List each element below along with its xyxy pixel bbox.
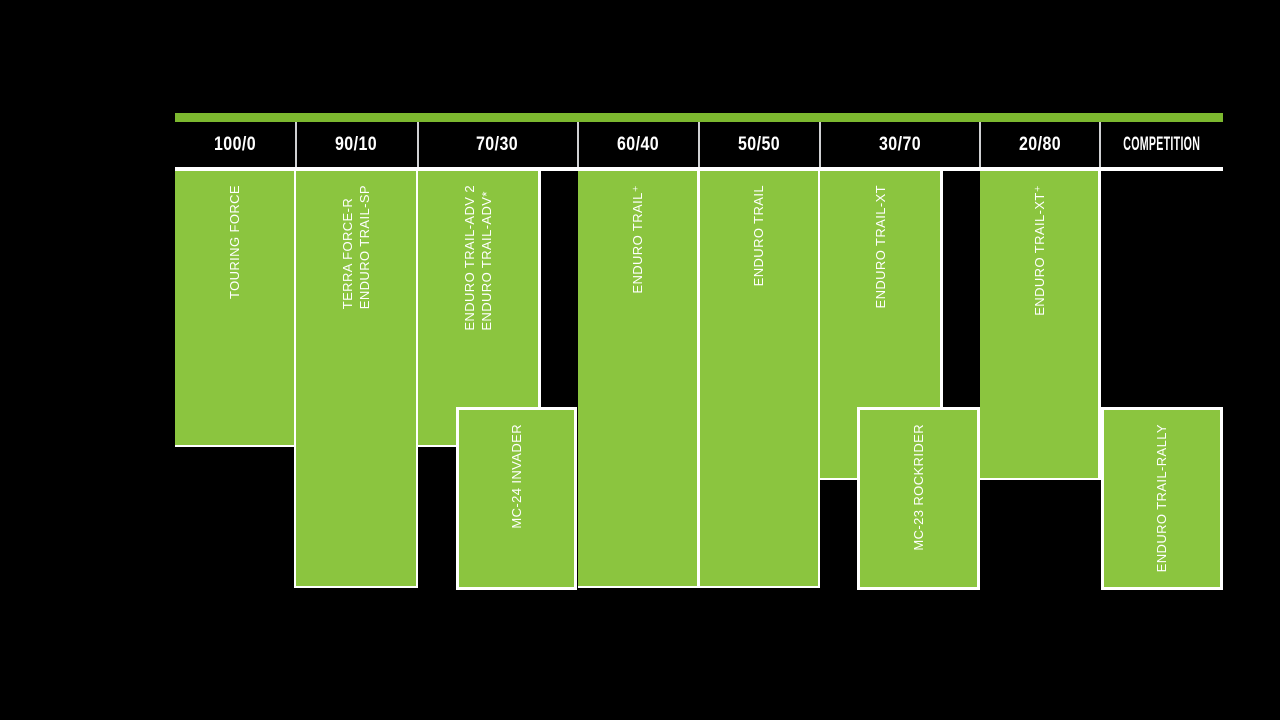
bar-label-terra-force-r-enduro-trail-sp: TERRA FORCE-R ENDURO TRAIL-SP [339,185,372,310]
bar-enduro-trail: ENDURO TRAIL [699,171,818,588]
bar-enduro-trail-adv: ENDURO TRAIL-ADV 2 ENDURO TRAIL-ADV* [418,171,538,447]
header-label-competition: COMPETITION [1122,133,1200,155]
header-cell-60-40: 60/40 [578,122,700,167]
header-label-90-10: 90/10 [335,133,378,155]
header-cell-competition: COMPETITION [1100,122,1224,167]
column-separator [1098,171,1101,480]
header-separator [979,122,981,167]
header-cell-20-80: 20/80 [980,122,1100,167]
header-cell-30-70: 30/70 [820,122,981,167]
header-separator [818,122,821,167]
bar-enduro-trail-xt-plus: ENDURO TRAIL-XT⁺ [980,171,1098,480]
accent-bar [175,113,1223,122]
column-separator [697,171,700,588]
header-cell-100-0: 100/0 [175,122,296,167]
bar-label-touring-force: TOURING FORCE [226,185,242,300]
column-separator [940,171,943,408]
bar-label-enduro-trail-adv: ENDURO TRAIL-ADV 2 ENDURO TRAIL-ADV* [462,185,494,331]
bar-label-enduro-trail-xt-plus: ENDURO TRAIL-XT⁺ [1031,185,1047,316]
header-label-60-40: 60/40 [617,133,660,155]
bar-label-mc-24-invader: MC-24 INVADER [509,424,524,529]
header-underline [175,167,1223,171]
column-separator [817,171,820,588]
column-separator [415,171,418,588]
header-cell-50-50: 50/50 [699,122,820,167]
header-separator [1098,122,1101,167]
bar-touring-force: TOURING FORCE [175,171,294,447]
bar-label-enduro-trail-plus: ENDURO TRAIL⁺ [629,185,645,294]
header-cell-70-30: 70/30 [418,122,578,167]
header-label-100-0: 100/0 [214,133,257,155]
header-label-20-80: 20/80 [1018,133,1061,155]
bar-label-enduro-trail: ENDURO TRAIL [751,185,766,287]
header-label-70-30: 70/30 [476,133,519,155]
header-separator [576,122,579,167]
bar-label-enduro-trail-rally: ENDURO TRAIL-RALLY [1154,424,1169,573]
bar-label-mc-23-rockrider: MC-23 ROCKRIDER [911,424,926,551]
header-separator [416,122,419,167]
bar-label-enduro-trail-xt: ENDURO TRAIL-XT [872,185,888,309]
header-cell-90-10: 90/10 [296,122,418,167]
column-separator [293,171,296,588]
bar-mc-23-rockrider: MC-23 ROCKRIDER [857,407,980,590]
header-separator [294,122,297,167]
bar-enduro-trail-plus: ENDURO TRAIL⁺ [577,171,697,588]
bar-mc-24-invader: MC-24 INVADER [456,407,577,590]
bar-terra-force-r-enduro-trail-sp: TERRA FORCE-R ENDURO TRAIL-SP [296,171,416,588]
header-label-50-50: 50/50 [738,133,781,155]
bar-enduro-trail-rally: ENDURO TRAIL-RALLY [1100,407,1223,590]
header-separator [698,122,700,167]
column-separator [538,171,541,408]
header-label-30-70: 30/70 [878,133,921,155]
